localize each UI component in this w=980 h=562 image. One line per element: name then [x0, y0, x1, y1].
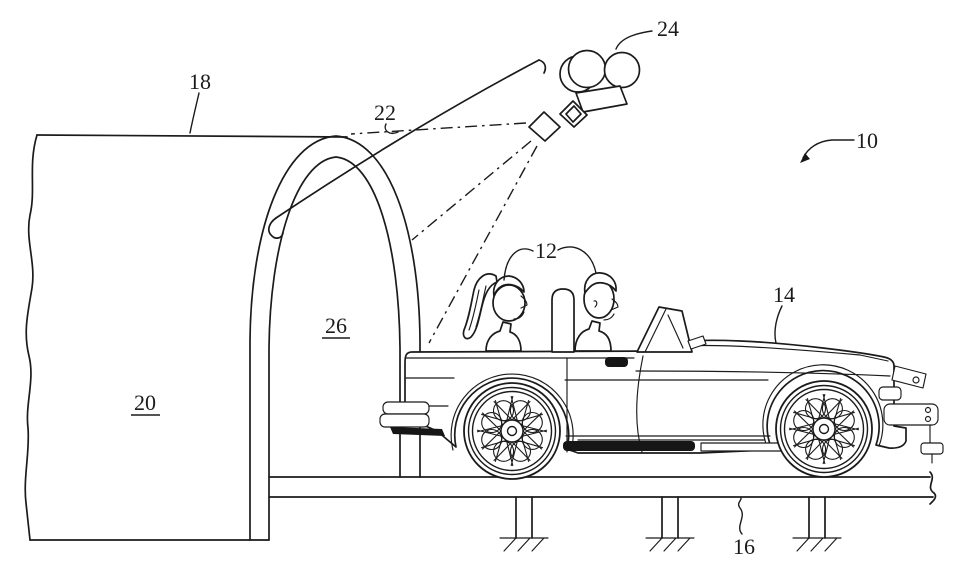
ponytail-hair	[462, 273, 498, 340]
ride-vehicle	[379, 339, 944, 480]
passenger-left-torso	[485, 321, 522, 352]
track-break-end	[929, 471, 937, 505]
rear-bumper-upper	[382, 401, 430, 415]
passenger-left-hair-cap	[492, 275, 525, 297]
track-support-post	[792, 496, 842, 552]
ref-leader-12-right	[557, 246, 597, 274]
ref-label-10: 10	[856, 128, 878, 153]
ride-track	[268, 471, 937, 552]
rear-wheel	[463, 382, 561, 480]
projection-beam-middle	[411, 140, 532, 241]
wall-broken-left-edge	[24, 134, 38, 541]
ref-leader-16	[737, 497, 743, 535]
door-handle	[605, 357, 628, 367]
camera-lens-front	[528, 111, 561, 142]
windshield-glass	[636, 306, 693, 353]
ref-leader-14	[774, 305, 783, 344]
windshield-inner-edge	[644, 308, 667, 353]
support-arm	[267, 59, 547, 239]
projection-beam-upper	[350, 122, 527, 135]
hair-strand	[468, 285, 487, 331]
ref-label-16: 16	[733, 534, 755, 559]
headlight	[878, 386, 902, 401]
windshield	[636, 306, 707, 353]
show-wall	[24, 134, 348, 541]
ref-arrow-10	[802, 139, 855, 159]
windshield-reflection	[667, 314, 684, 349]
passengers	[462, 272, 619, 353]
rear-fender-lip	[450, 373, 574, 452]
projection-beams	[350, 122, 538, 344]
ref-leader-22	[384, 123, 399, 134]
passenger-right-hair	[583, 272, 617, 294]
front-bumper-bar	[883, 403, 939, 426]
ref-label-22: 22	[374, 100, 396, 125]
camera-body	[575, 85, 628, 113]
ref-label-18: 18	[189, 69, 211, 94]
projector-camera	[528, 49, 641, 142]
passenger-right-torso	[574, 320, 612, 352]
bumper-bolt	[912, 376, 920, 384]
film-reel-right-icon	[603, 51, 641, 89]
archway-outer-arc	[249, 135, 421, 541]
ref-leader-12-left	[503, 248, 534, 281]
passenger-right-ear	[593, 300, 598, 308]
fender-top-line	[635, 370, 891, 377]
camera-lens-inner	[565, 105, 582, 123]
support-arm-line	[275, 59, 540, 219]
seat-headrest-post	[551, 288, 575, 353]
vehicle-body	[404, 339, 907, 454]
passenger-left-figure	[462, 273, 528, 352]
rear-link-arm	[390, 427, 445, 436]
front-hook-plate	[920, 442, 944, 455]
support-arm-bottom-hook	[267, 217, 284, 239]
support-arm-top-hook	[538, 59, 547, 74]
bumper-bolt	[924, 406, 932, 414]
side-mirror	[687, 335, 707, 350]
track-support-post	[645, 496, 695, 552]
ref-leader-18	[189, 92, 200, 134]
rear-bumper-lower	[379, 413, 430, 428]
ref-arrowhead-10	[800, 153, 810, 163]
front-bumper-upper	[891, 365, 927, 389]
underbody-box	[700, 442, 784, 452]
passenger-right-face	[603, 298, 619, 321]
front-wheel	[775, 380, 873, 478]
ref-label-24: 24	[657, 16, 679, 41]
ref-label-14: 14	[773, 282, 795, 307]
film-reel-left-icon	[567, 49, 607, 89]
bumper-bolt	[924, 415, 932, 423]
passenger-right-figure	[574, 272, 619, 352]
ref-leader-24	[615, 30, 653, 50]
ref-label-20: 20	[134, 390, 156, 415]
ref-label-26: 26	[325, 313, 347, 338]
passenger-left-face	[513, 295, 528, 320]
front-fender-lip	[762, 364, 884, 450]
archway-inner-arc	[268, 156, 401, 541]
ref-label-12: 12	[535, 238, 557, 263]
wall-top-edge	[36, 134, 348, 138]
reference-labels: 18 20 26 22 24 10 12 14 16	[131, 16, 878, 559]
archway	[249, 135, 421, 541]
track-support-post	[499, 496, 549, 552]
underbody-sill	[563, 441, 695, 451]
